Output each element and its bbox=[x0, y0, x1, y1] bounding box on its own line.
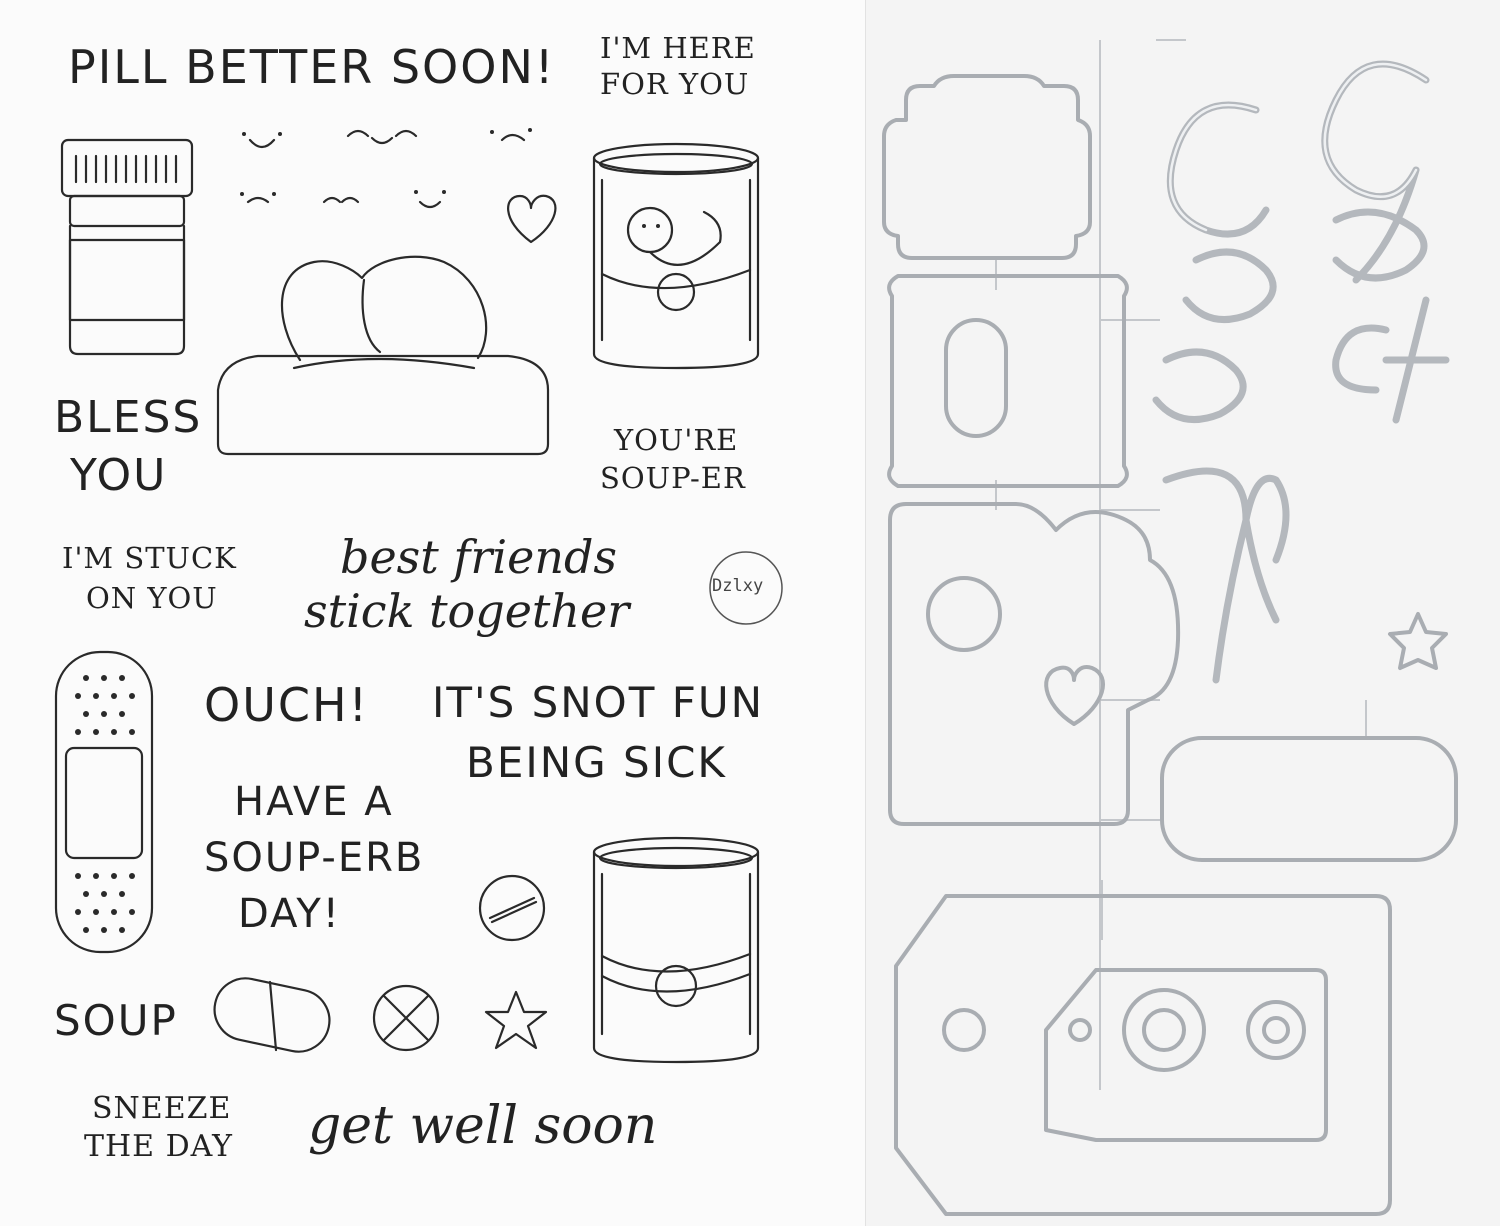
stamp-snot-line2: BEING SICK bbox=[466, 738, 727, 787]
stamp-sneeze-line1: SNEEZE bbox=[92, 1091, 232, 1126]
soup-can-icon bbox=[592, 142, 760, 370]
soup-can-icon bbox=[592, 836, 760, 1064]
star-icon bbox=[484, 990, 548, 1050]
watermark-text: Dzlxy bbox=[712, 576, 764, 596]
stamp-stuck-line2: ON YOU bbox=[86, 581, 218, 615]
pill-icon bbox=[478, 874, 546, 942]
stamp-stuck-line1: I'M STUCK bbox=[62, 541, 237, 575]
pill-icon bbox=[372, 984, 440, 1052]
pill-bottle-icon bbox=[60, 138, 194, 356]
stamp-best-friends-line1: best friends bbox=[340, 530, 618, 584]
stamp-get-well-soon: get well soon bbox=[308, 1096, 658, 1156]
watermark-seal bbox=[709, 551, 783, 625]
heart-icon bbox=[507, 194, 557, 244]
stamp-soup-er-line2: SOUP-ER bbox=[600, 461, 746, 495]
stamp-here-for-you-line2: FOR YOU bbox=[600, 67, 750, 101]
pill-icon bbox=[213, 977, 331, 1053]
stamp-have-line2: SOUP-ERB bbox=[204, 835, 425, 881]
stamp-best-friends-line2: stick together bbox=[304, 584, 630, 638]
stamp-soup-er-line1: YOU'RE bbox=[614, 423, 739, 457]
face-icon bbox=[240, 128, 532, 209]
metal-die-set bbox=[866, 0, 1500, 1226]
tissue-box-icon bbox=[216, 255, 550, 456]
stamp-soup: SOUP bbox=[54, 996, 178, 1045]
bandage-icon bbox=[54, 650, 154, 954]
stamp-sneeze-line2: THE DAY bbox=[84, 1129, 233, 1164]
stamp-have-line3: DAY! bbox=[238, 891, 341, 937]
stamp-bless-you-line2: YOU bbox=[70, 450, 168, 501]
stamp-have-line1: HAVE A bbox=[234, 779, 394, 825]
stamp-snot-line1: IT'S SNOT FUN bbox=[432, 678, 765, 727]
stamp-bless-you-line1: BLESS bbox=[54, 392, 203, 443]
clear-stamp-sheet: PILL BETTER SOON! I'M HERE FOR YOU bbox=[54, 0, 866, 1226]
stamp-here-for-you-line1: I'M HERE bbox=[600, 31, 756, 65]
stamp-pill-better-soon: PILL BETTER SOON! bbox=[68, 40, 556, 94]
cutting-dies bbox=[882, 39, 1458, 1216]
stamp-ouch: OUCH! bbox=[204, 678, 370, 732]
